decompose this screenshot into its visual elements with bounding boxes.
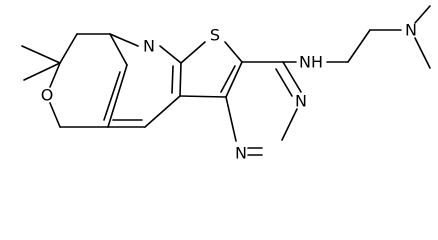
bond-pyridine-4 [159, 45, 182, 64]
bond-pyridine-5b [171, 65, 174, 94]
bond-thiophene-1 [180, 41, 206, 64]
thiophene-sulfur-label: S [210, 26, 220, 45]
bonds [21, 5, 431, 156]
pyran-oxygen-label: O [41, 86, 54, 105]
bond-nme2-methyl-up [414, 5, 431, 24]
bond-nme2-methyl-down [414, 37, 431, 69]
atom-labels: S N O N N NH N [41, 21, 417, 163]
bond-pyrimidine-5 [225, 96, 237, 142]
bond-pyran-o-to-ch2 [49, 102, 61, 128]
chemical-structure-diagram: S N O N N NH N [21, 5, 431, 163]
bond-pyrimidine-2 [282, 61, 302, 93]
pyrimidine-nitrogen-bottom-label: N [235, 144, 247, 163]
bond-methyl-up [21, 45, 61, 64]
bond-pyrimidine-2b [275, 68, 293, 97]
bond-pyrimidine-3 [281, 108, 298, 141]
dimethylamine-nitrogen-label: N [405, 21, 417, 40]
pyridine-nitrogen-label: N [143, 37, 155, 56]
bond-pyridine-2b [103, 71, 121, 121]
bond-pyran-gemdimethyl-to-ch2 [59, 33, 78, 64]
bond-ch2-ch2 [347, 29, 371, 63]
bond-pyridine-3 [109, 33, 139, 47]
amine-nh-label: NH [299, 53, 323, 72]
bond-pyran-gemdimethyl-to-o [49, 62, 61, 88]
bond-pyridine-6 [144, 95, 181, 128]
bond-thiophene-2 [224, 41, 243, 63]
bond-pyridine-2 [107, 64, 128, 128]
bond-methyl-down [23, 62, 61, 81]
bond-thiophene-4 [179, 95, 227, 98]
bond-pyridine-1 [109, 33, 128, 66]
bond-thiophene-3 [225, 61, 243, 98]
bond-pyridine-5 [179, 62, 182, 97]
pyrimidine-nitrogen-right-label: N [295, 92, 307, 111]
bond-thiophene-3b [220, 65, 236, 93]
